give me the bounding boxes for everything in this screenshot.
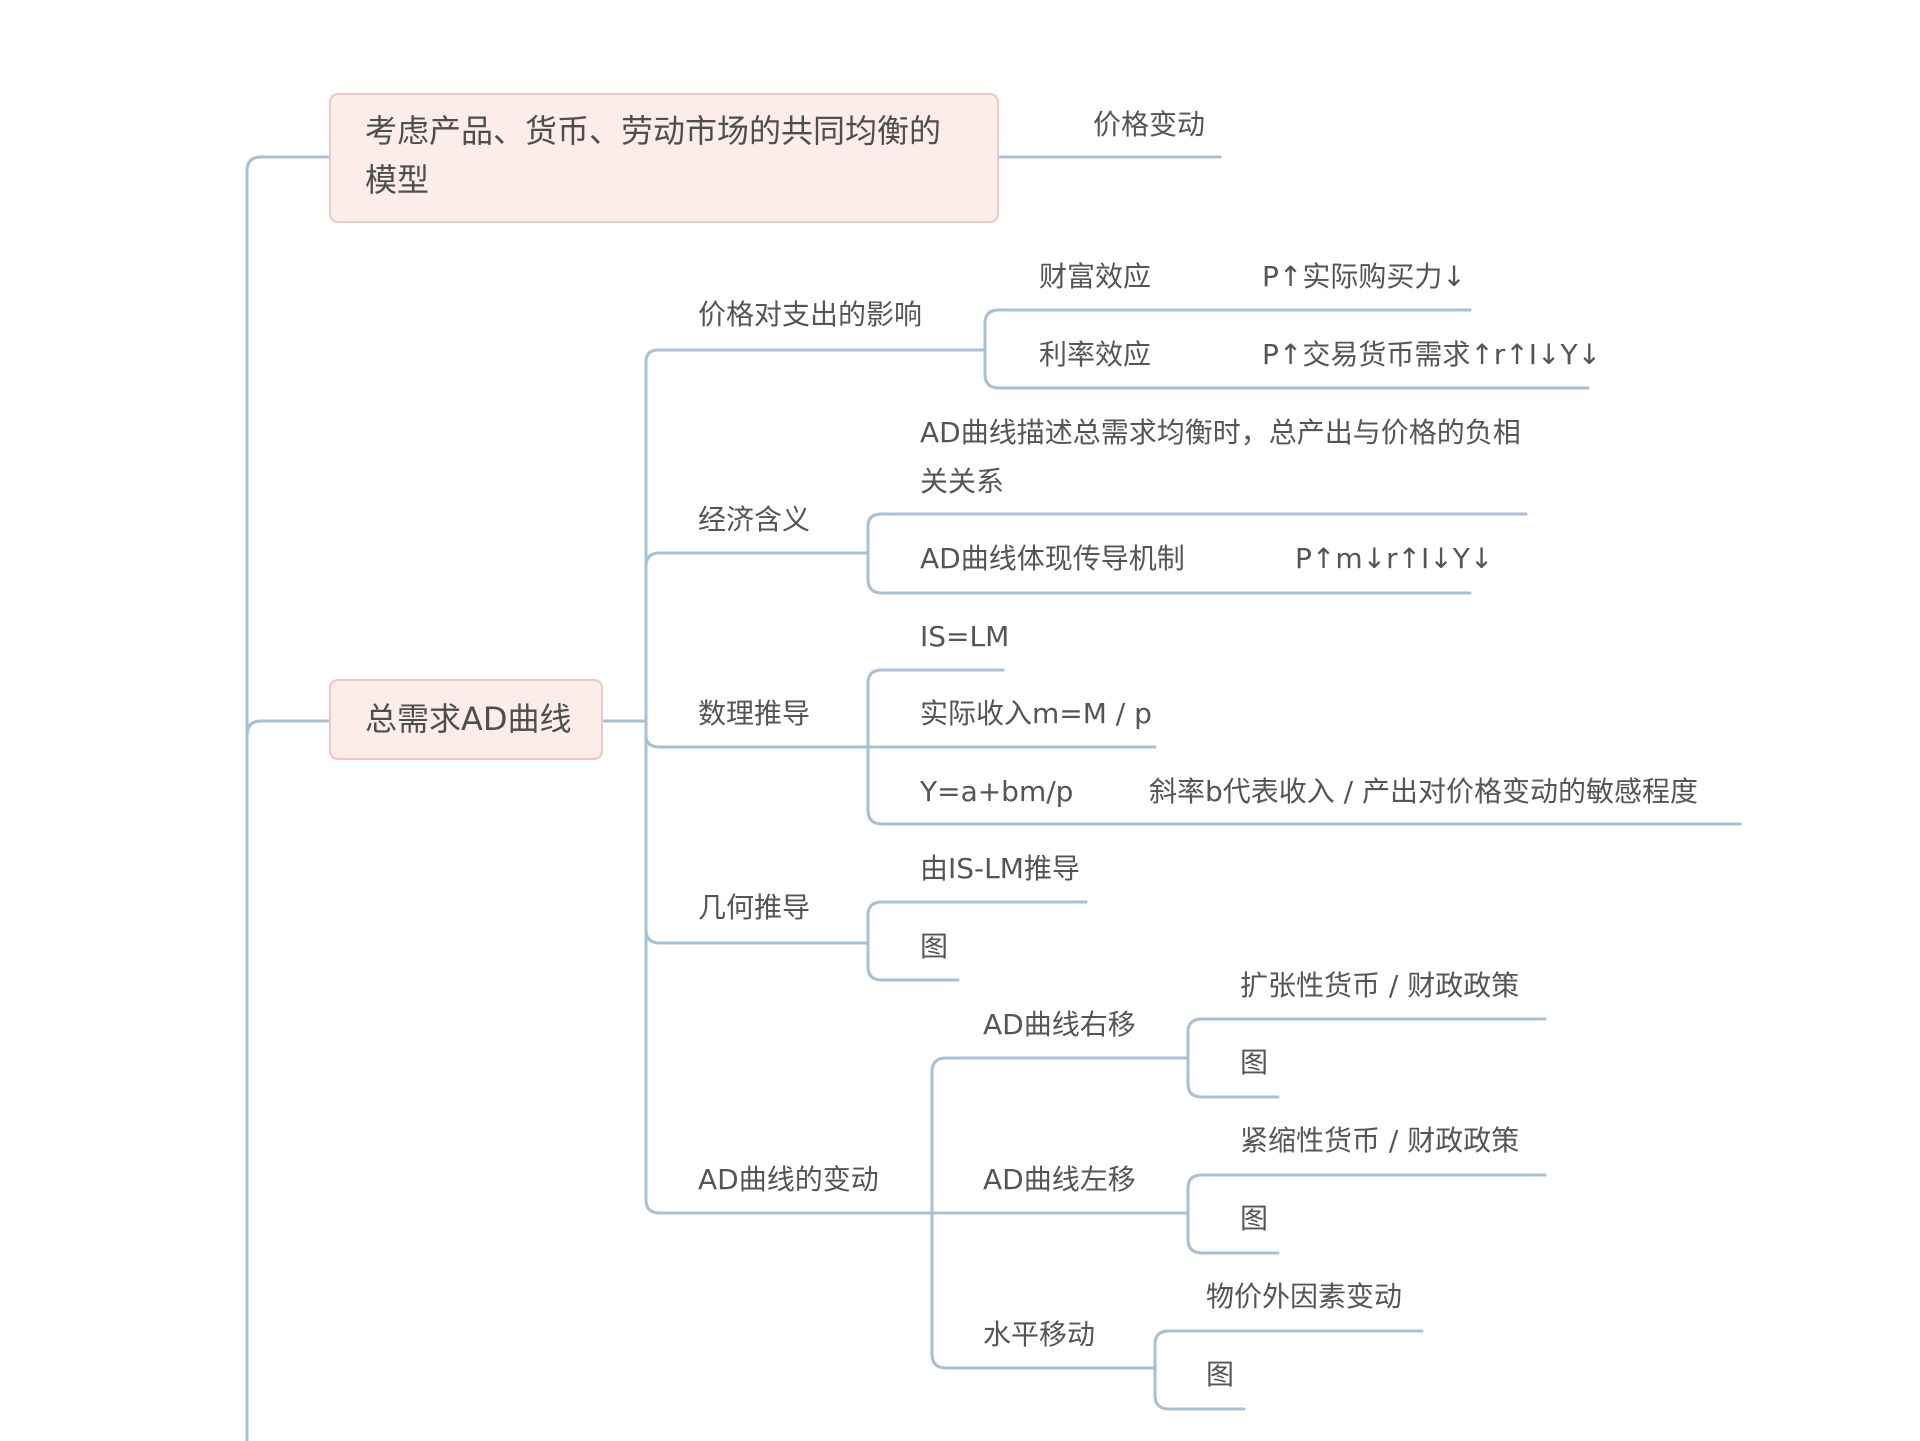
contractionary-policy-label[interactable]: 紧缩性货币 / 财政政策: [1240, 1124, 1520, 1157]
wealth-effect-note[interactable]: P↑实际购买力↓: [1262, 260, 1466, 293]
ad-left-label[interactable]: AD曲线左移: [983, 1163, 1136, 1196]
wealth-effect-label[interactable]: 财富效应: [1039, 260, 1152, 293]
model-topic-text: 考虑产品、货币、劳动市场的共同均衡的模型: [365, 112, 942, 199]
price-effect-label[interactable]: 价格对支出的影响: [698, 298, 923, 331]
shift-fork: [930, 1056, 1190, 1370]
y-formula-label[interactable]: Y=a+bm/p: [920, 775, 1074, 808]
is-lm-label[interactable]: IS=LM: [920, 620, 1010, 653]
ad-curve-topic-box[interactable]: 总需求AD曲线: [329, 679, 603, 760]
transmission-note[interactable]: P↑m↓r↑I↓Y↓: [1295, 542, 1494, 575]
model-topic-box[interactable]: 考虑产品、货币、劳动市场的共同均衡的模型: [329, 93, 999, 223]
ad-shift-label[interactable]: AD曲线的变动: [698, 1163, 879, 1196]
ad-right-label[interactable]: AD曲线右移: [983, 1008, 1136, 1041]
horizontal-shift-label[interactable]: 水平移动: [983, 1318, 1096, 1351]
real-income-label[interactable]: 实际收入m=M / p: [920, 697, 1152, 730]
math-fork: [866, 668, 1742, 826]
geometry-fork: [866, 900, 1088, 982]
root-spine: [245, 155, 332, 1441]
exogenous-factors-label[interactable]: 物价外因素变动: [1206, 1280, 1403, 1313]
left-fork: [1186, 1173, 1547, 1255]
interest-effect-label[interactable]: 利率效应: [1039, 338, 1152, 371]
figure-4-label[interactable]: 图: [1206, 1358, 1235, 1391]
transmission-label[interactable]: AD曲线体现传导机制: [920, 542, 1185, 575]
math-derivation-label[interactable]: 数理推导: [698, 697, 811, 730]
interest-effect-note[interactable]: P↑交易货币需求↑r↑I↓Y↓: [1262, 338, 1602, 371]
right-fork: [1186, 1017, 1547, 1099]
ad-children-spine: [644, 348, 987, 1215]
geometric-derivation-label[interactable]: 几何推导: [698, 891, 811, 924]
expansionary-policy-label[interactable]: 扩张性货币 / 财政政策: [1240, 969, 1520, 1002]
figure-2-label[interactable]: 图: [1240, 1046, 1269, 1079]
slope-note[interactable]: 斜率b代表收入 / 产出对价格变动的敏感程度: [1149, 775, 1699, 808]
ad-curve-topic-text: 总需求AD曲线: [365, 700, 572, 738]
root-to-ad-box: [245, 719, 332, 738]
horizontal-fork: [1153, 1329, 1424, 1411]
from-is-lm-label[interactable]: 由IS-LM推导: [920, 852, 1080, 885]
branch-geometric-derivation: [644, 928, 870, 945]
meaning-fork: [866, 512, 1528, 595]
price-effect-fork: [983, 308, 1590, 390]
branch-math-derivation: [644, 734, 870, 749]
figure-1-label[interactable]: 图: [920, 930, 949, 963]
figure-3-label[interactable]: 图: [1240, 1202, 1269, 1235]
economic-meaning-desc[interactable]: AD曲线描述总需求均衡时，总产出与价格的负相关关系: [920, 416, 1521, 498]
price-change-label[interactable]: 价格变动: [1093, 108, 1206, 141]
economic-meaning-label[interactable]: 经济含义: [698, 503, 811, 536]
branch-economic-meaning: [644, 551, 870, 568]
